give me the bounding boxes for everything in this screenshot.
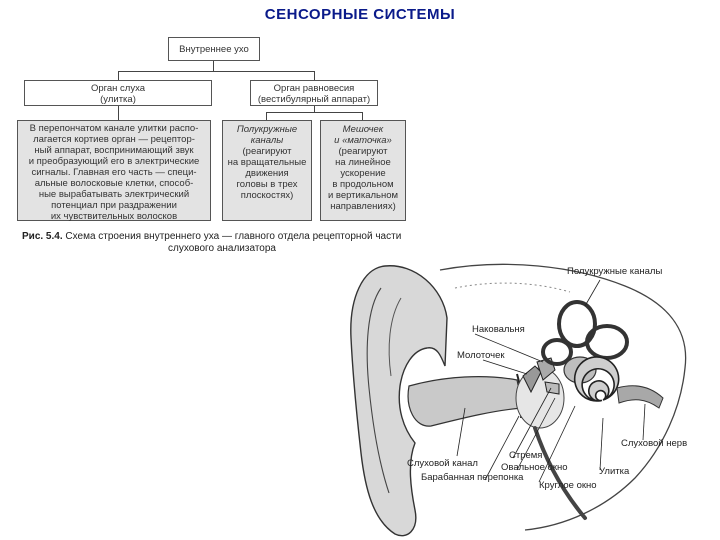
hearing-organ-line-1: Орган слуха — [90, 83, 146, 94]
auricle-helix-fold — [388, 297, 402, 377]
hearing-desc-line: альные волосковые клетки, способ- — [34, 178, 194, 189]
sac-desc-line: Мешочек — [342, 124, 384, 135]
label-round-window: Круглое окно — [539, 480, 597, 491]
label-semicircular-canals: Полукружные каналы — [567, 266, 662, 277]
temporal-bone-texture — [454, 282, 571, 293]
hearing-desc-line: лагается кортиев орган — рецептор- — [33, 134, 195, 145]
connector — [266, 112, 363, 113]
canals-desc-line: на вращательные — [227, 157, 307, 168]
label-oval-window: Овальное окно — [501, 462, 568, 473]
caption-line-2: слухового анализатора — [168, 243, 276, 254]
inner-ear-box: Внутреннее ухо — [168, 37, 260, 61]
sac-desc-line: на линейное — [335, 157, 391, 168]
figure-caption: Рис. 5.4. Схема строения внутреннего уха… — [22, 231, 422, 255]
canals-desc-line: плоскостях) — [240, 190, 294, 201]
hearing-desc-line: их чувствительных волосков — [50, 211, 178, 222]
semicircular-canal-3 — [541, 338, 573, 366]
sac-desc-line: (реагируют — [338, 146, 388, 157]
canals-desc-line: Полукружные — [236, 124, 298, 135]
hearing-desc-line: и преобразующий его в электрические — [28, 156, 200, 167]
label-stirrup: Стремя — [509, 450, 542, 461]
auditory-nerve-shape — [616, 385, 664, 409]
cochlea-spiral — [573, 356, 620, 402]
page-title: СЕНСОРНЫЕ СИСТЕМЫ — [264, 6, 456, 23]
hearing-organ-box: Орган слуха (улитка) — [24, 80, 212, 106]
sac-desc-line: и вертикальном — [327, 190, 399, 201]
caption-lead: Рис. 5.4. — [22, 231, 63, 242]
semicircular-canals-box: Полукружные каналы (реагируют на вращате… — [222, 120, 312, 221]
saccule-utricle-box: Мешочек и «маточка» (реагируют на линейн… — [320, 120, 406, 221]
canals-desc-line: головы в трех — [236, 179, 298, 190]
connector — [362, 112, 363, 120]
semicircular-canal-1 — [557, 300, 597, 348]
hearing-desc-line: потенциал при раздражении — [51, 200, 177, 211]
label-cochlea: Улитка — [599, 466, 630, 477]
stirrup-bone — [544, 381, 560, 395]
label-eardrum: Барабанная перепонка — [421, 472, 524, 483]
hearing-desc-line: сигналы. Главная его часть — специ- — [31, 167, 197, 178]
connector — [213, 61, 214, 71]
sac-desc-line: в продольном — [332, 179, 394, 190]
hearing-description-box: В перепончатом канале улитки распо- лага… — [17, 120, 211, 222]
sac-desc-line: направлениях) — [330, 201, 396, 212]
canals-desc-line: движения — [245, 168, 289, 179]
label-auditory-canal: Слуховой канал — [407, 458, 478, 469]
label-anvil: Наковальня — [472, 324, 525, 335]
caption-line-1: Схема строения внутреннего уха — главног… — [65, 231, 402, 242]
connector — [118, 71, 315, 72]
canals-desc-line: каналы — [250, 135, 284, 146]
sac-desc-line: ускорение — [340, 168, 386, 179]
label-auditory-nerve: Слуховой нерв — [621, 438, 687, 449]
inner-ear-label: Внутреннее ухо — [179, 44, 249, 55]
connector — [314, 106, 315, 112]
connector — [118, 71, 119, 80]
sac-desc-line: и «маточка» — [334, 135, 392, 146]
auditory-canal-shape — [407, 376, 524, 427]
canals-desc-line: (реагируют — [242, 146, 292, 157]
hearing-organ-line-2: (улитка) — [100, 94, 136, 105]
hearing-desc-line: ный аппарат, воспринимающий звук — [34, 145, 194, 156]
label-hammer: Молоточек — [457, 350, 505, 361]
hearing-desc-line: ные вырабатывать электрический — [38, 189, 190, 200]
semicircular-canal-2 — [585, 324, 629, 360]
balance-organ-box: Орган равновесия (вестибулярный аппарат) — [250, 80, 378, 106]
connector — [118, 106, 119, 120]
auricle-shape — [350, 265, 448, 537]
hearing-desc-line: В перепончатом канале улитки распо- — [29, 123, 199, 134]
connector — [314, 71, 315, 80]
balance-organ-line-2: (вестибулярный аппарат) — [257, 94, 371, 105]
auricle-inner-fold — [366, 287, 390, 494]
temporal-bone-outline — [439, 263, 687, 531]
eustachian-tube — [533, 426, 587, 520]
leader-lines — [456, 279, 646, 483]
ear-anatomy-illustration: Полукружные каналы Наковальня Молоточек … — [350, 263, 687, 537]
balance-organ-line-1: Орган равновесия — [273, 83, 355, 94]
connector — [266, 112, 267, 120]
